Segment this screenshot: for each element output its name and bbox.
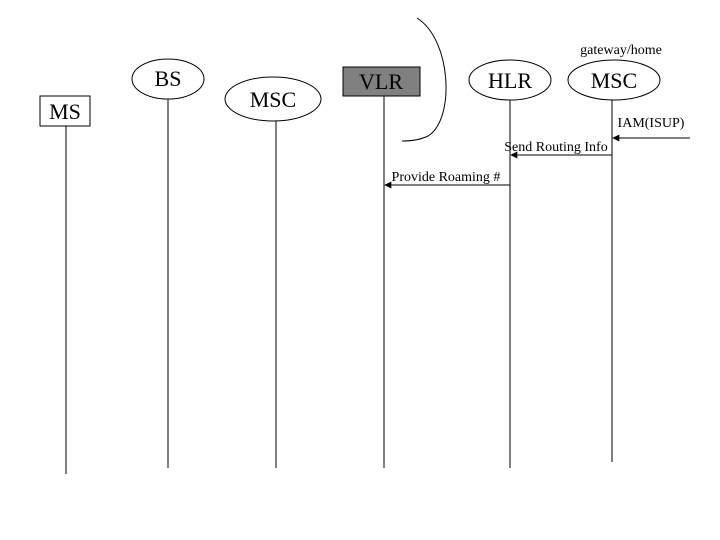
message-iam-isup: IAM(ISUP)	[612, 116, 690, 142]
gateway-home-label: gateway/home	[580, 43, 662, 58]
node-vlr-label: VLR	[359, 69, 403, 94]
node-bs: BS	[131, 58, 205, 100]
node-vlr: VLR	[342, 66, 421, 97]
message-send-routing-info-label: Send Routing Info	[504, 140, 607, 155]
node-ms: MS	[39, 95, 91, 127]
node-bs-label: BS	[155, 66, 182, 91]
node-msc-gateway: MSC	[567, 59, 661, 101]
message-iam-isup-label: IAM(ISUP)	[618, 116, 685, 131]
node-msc-visited: MSC	[224, 76, 322, 122]
node-msc-gateway-label: MSC	[591, 68, 637, 93]
vlr-group-bracket	[401, 17, 447, 142]
node-ms-label: MS	[49, 99, 81, 124]
node-msc-visited-label: MSC	[250, 87, 296, 112]
node-hlr-label: HLR	[488, 68, 532, 93]
message-provide-roaming: Provide Roaming #	[384, 170, 510, 189]
message-provide-roaming-label: Provide Roaming #	[392, 170, 501, 185]
node-hlr: HLR	[468, 59, 552, 101]
message-send-routing-info: Send Routing Info	[504, 140, 612, 159]
